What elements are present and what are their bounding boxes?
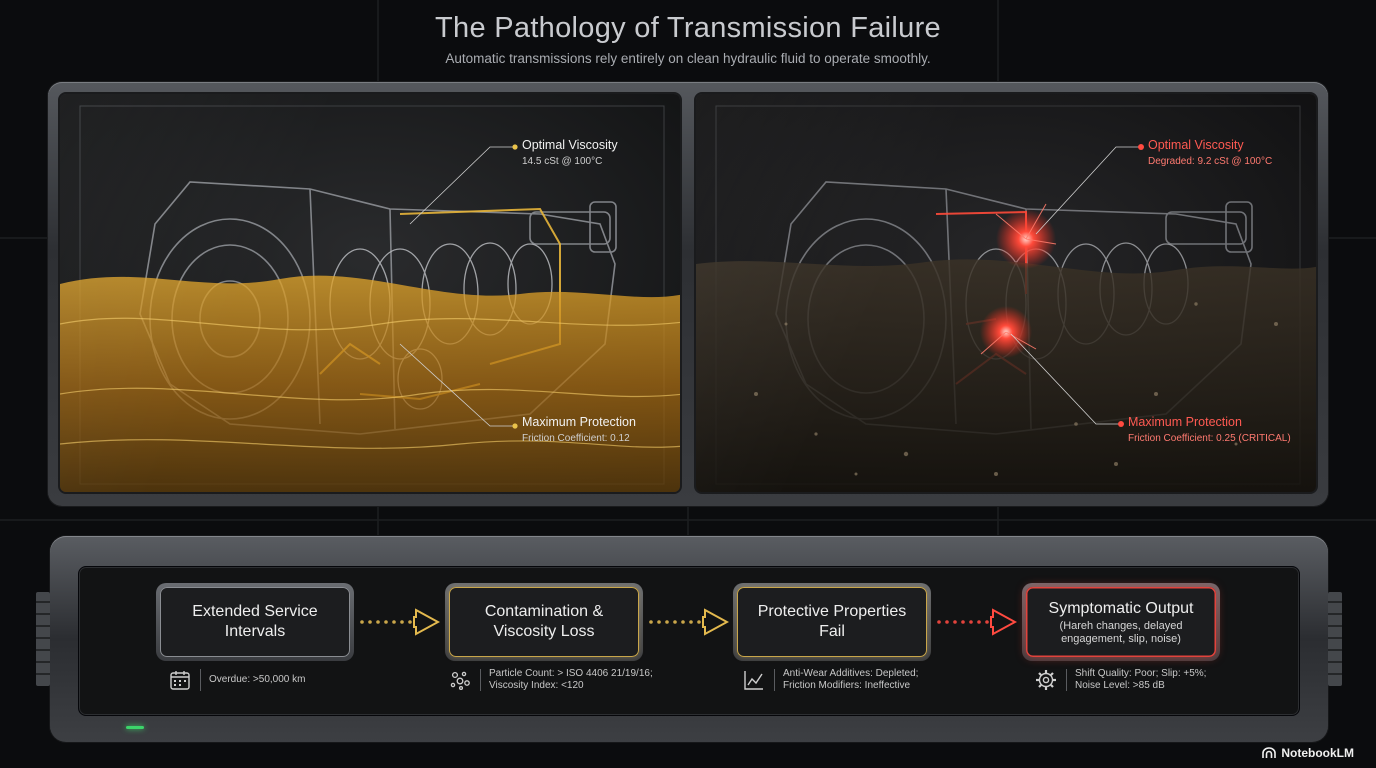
right-connector-pins (1328, 592, 1342, 686)
metric-service-overdue: Overdue: >50,000 km (168, 668, 305, 692)
step-contamination-viscosity-loss: Contamination & Viscosity Loss (445, 583, 643, 661)
step-1-label: Extended Service Intervals (192, 603, 318, 640)
step-4-detail: (Hareh changes, delayed engagement, slip… (1059, 619, 1183, 645)
metric-4-line-2: Noise Level: >85 dB (1075, 680, 1165, 691)
healthy-viscosity-title: Optimal Viscosity (522, 138, 618, 152)
healthy-transmission-illustration (60, 94, 680, 492)
arrow-right-icon (360, 608, 440, 636)
gear-icon (1036, 670, 1056, 690)
degraded-viscosity-callout: Optimal Viscosity Degraded: 9.2 cSt @ 10… (1148, 138, 1272, 167)
metric-contamination: Particle Count: > ISO 4406 21/19/16; Vis… (448, 668, 653, 692)
metric-1-line-1: Overdue: >50,000 km (209, 674, 306, 685)
step-2-label: Contamination & Viscosity Loss (484, 603, 604, 640)
degraded-protection-value: Friction Coefficient: 0.25 (CRITICAL) (1128, 433, 1291, 444)
healthy-protection-title: Maximum Protection (522, 415, 636, 429)
step-3-label: Protective Properties Fail (757, 603, 907, 640)
healthy-protection-callout: Maximum Protection Friction Coefficient:… (522, 415, 636, 444)
step-protective-properties-fail: Protective Properties Fail (733, 583, 931, 661)
metric-3-line-1: Anti-Wear Additives: Depleted; (783, 668, 919, 679)
degraded-protection-title: Maximum Protection (1128, 415, 1242, 429)
metric-2-line-2: Viscosity Index: <120 (489, 680, 584, 691)
status-led (126, 726, 144, 729)
metric-3-line-2: Friction Modifiers: Ineffective (783, 680, 911, 691)
healthy-viscosity-callout: Optimal Viscosity 14.5 cSt @ 100°C (522, 138, 618, 167)
calendar-icon (170, 671, 190, 690)
degraded-viscosity-title: Optimal Viscosity (1148, 138, 1244, 152)
degraded-transmission-illustration (696, 94, 1316, 492)
failure-flow-frame: Extended Service Intervals Contamination… (36, 536, 1342, 742)
arrow-right-icon (937, 608, 1017, 636)
left-connector-pins (36, 592, 50, 686)
notebooklm-logo-icon (1262, 747, 1277, 758)
comparison-frame: Optimal Viscosity 14.5 cSt @ 100°C Maxim… (48, 82, 1328, 506)
metric-protection-failure: Anti-Wear Additives: Depleted; Friction … (742, 668, 918, 692)
degraded-protection-callout: Maximum Protection Friction Coefficient:… (1128, 415, 1291, 444)
page-title: The Pathology of Transmission Failure (435, 12, 941, 44)
healthy-viscosity-value: 14.5 cSt @ 100°C (522, 156, 603, 167)
degraded-transmission-panel: Optimal Viscosity Degraded: 9.2 cSt @ 10… (694, 92, 1318, 494)
healthy-protection-value: Friction Coefficient: 0.12 (522, 433, 630, 444)
brand-name: NotebookLM (1281, 746, 1354, 760)
step-4-label: Symptomatic Output (1048, 599, 1194, 617)
metric-2-line-1: Particle Count: > ISO 4406 21/19/16; (489, 668, 653, 679)
metric-symptoms: Shift Quality: Poor; Slip: +5%; Noise Le… (1034, 668, 1206, 692)
notebooklm-brand: NotebookLM (1262, 746, 1354, 760)
healthy-transmission-panel: Optimal Viscosity 14.5 cSt @ 100°C Maxim… (58, 92, 682, 494)
page-subtitle: Automatic transmissions rely entirely on… (445, 51, 931, 66)
arrow-right-icon (649, 608, 729, 636)
degraded-viscosity-value: Degraded: 9.2 cSt @ 100°C (1148, 156, 1273, 167)
step-symptomatic-output: Symptomatic Output (Hareh changes, delay… (1022, 583, 1220, 661)
step-extended-service-intervals: Extended Service Intervals (156, 583, 354, 661)
metric-4-line-1: Shift Quality: Poor; Slip: +5%; (1075, 668, 1207, 679)
trend-chart-icon (744, 671, 763, 690)
particles-icon (450, 671, 470, 691)
